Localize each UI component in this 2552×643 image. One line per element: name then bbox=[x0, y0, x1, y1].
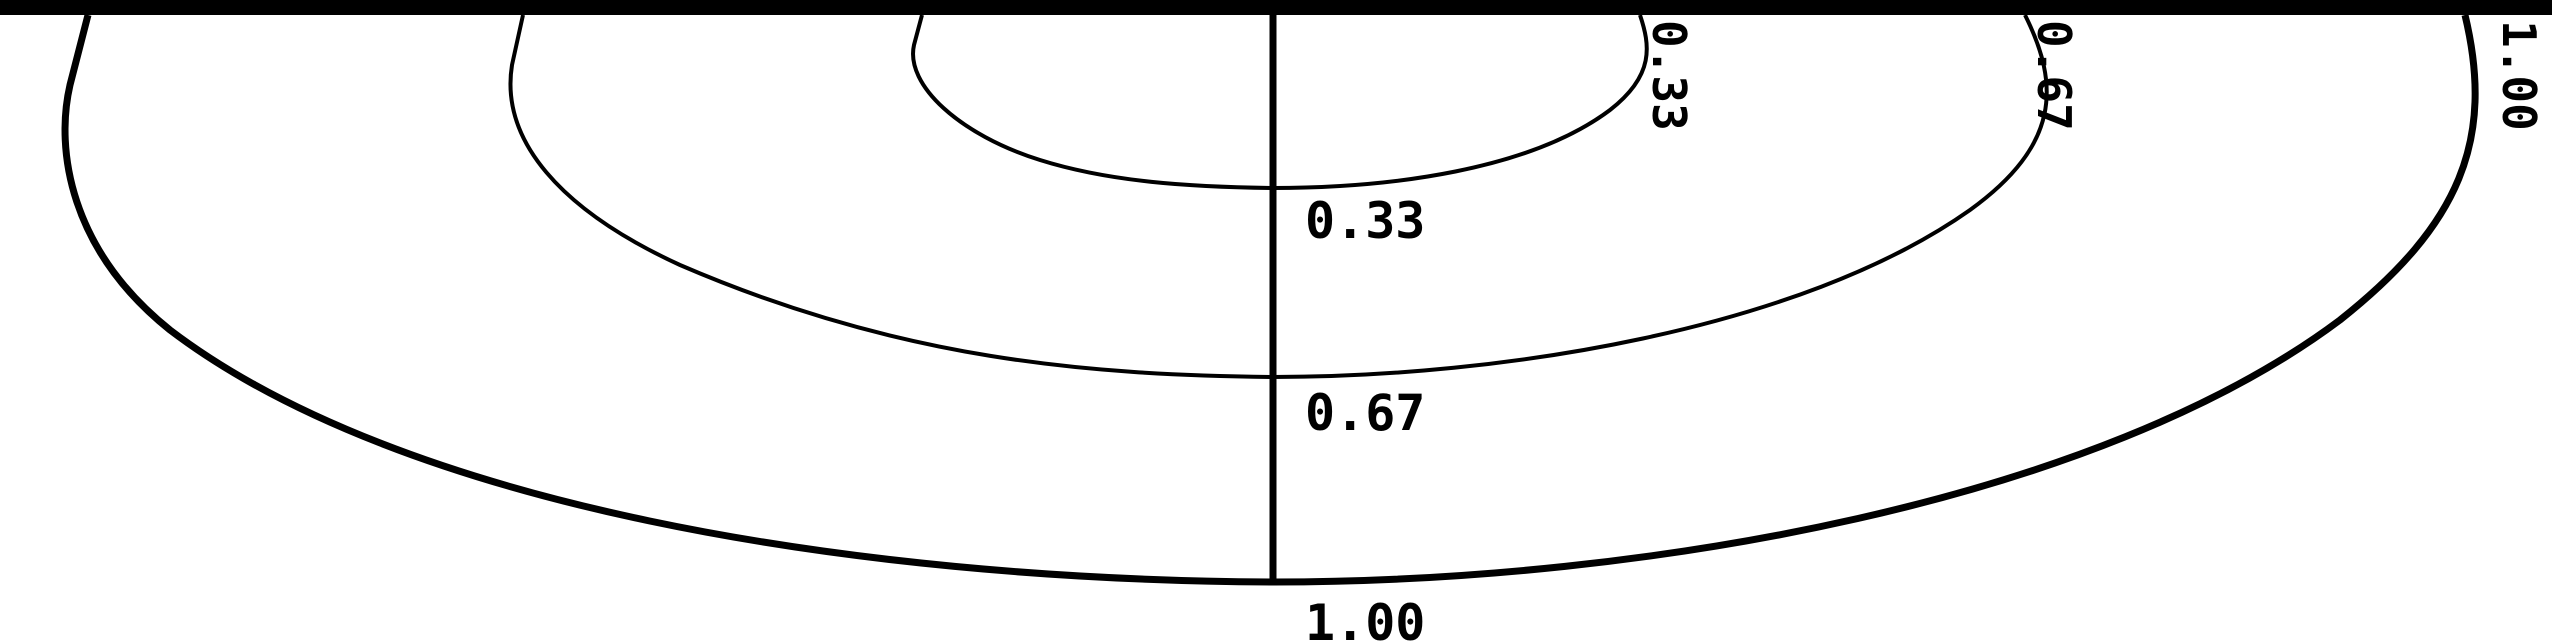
contour-ring-outer bbox=[61, 14, 2479, 586]
top-border bbox=[0, 0, 2552, 15]
ring-side-label-outer: 1.00 bbox=[2492, 20, 2546, 131]
contour-ring-middle bbox=[508, 14, 2049, 380]
ring-label-outer: 1.00 bbox=[1305, 594, 1425, 643]
contour-ring-inner bbox=[911, 14, 1649, 191]
ring-side-label-middle: 0.67 bbox=[2027, 20, 2081, 131]
ring-label-middle: 0.67 bbox=[1305, 384, 1425, 442]
ring-label-inner: 0.33 bbox=[1305, 192, 1425, 250]
ring-side-label-inner: 0.33 bbox=[1642, 20, 1696, 131]
